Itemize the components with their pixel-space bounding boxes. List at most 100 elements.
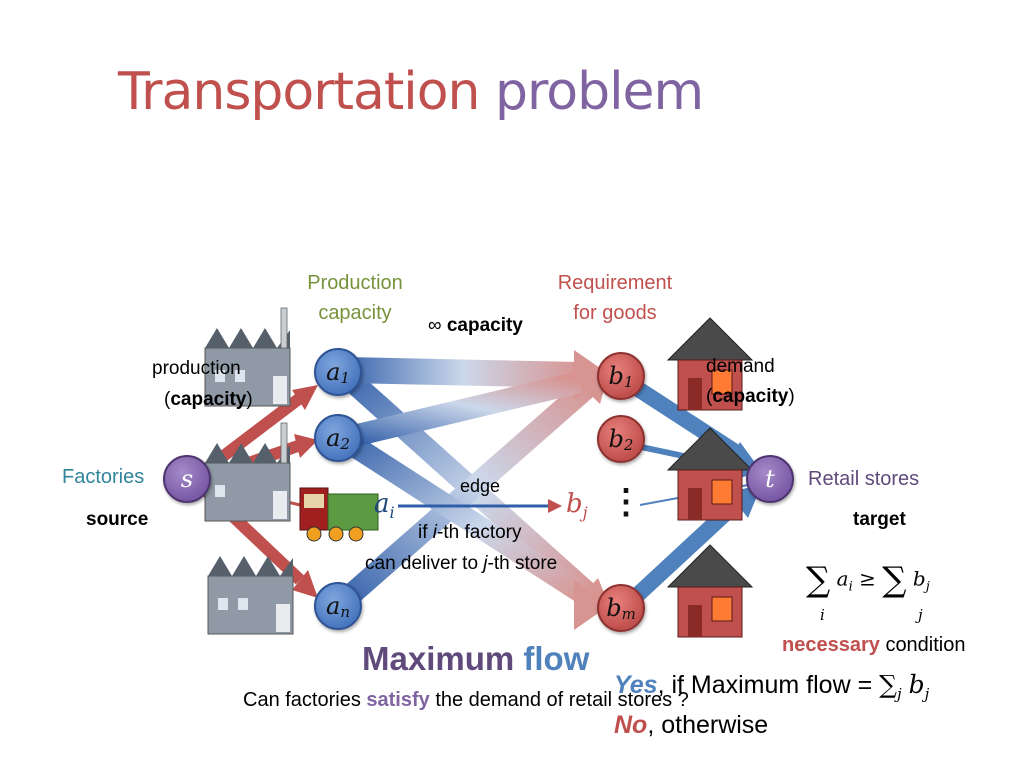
condition-word: condition — [885, 634, 966, 656]
paren-open: ( — [164, 389, 171, 410]
bj-base: b — [566, 489, 583, 519]
yes-b: b — [908, 670, 925, 699]
arrowhead-s-a1 — [292, 385, 318, 410]
node-bm-sub: m — [621, 605, 636, 623]
arrowhead-ai-bj — [548, 499, 562, 513]
no-rest: , otherwise — [647, 711, 769, 739]
maximum-word: Maximum — [362, 640, 515, 677]
yes-b-sub: j — [924, 685, 930, 703]
question-text: Can factories satisfy the demand of reta… — [243, 689, 689, 712]
source-label: source — [86, 509, 149, 530]
node-an-base: a — [326, 592, 341, 620]
production-label: production — [152, 358, 241, 379]
ai-label: ai — [374, 489, 395, 522]
ai-base: a — [374, 489, 390, 519]
factory-icon — [207, 556, 294, 635]
title-word-problem: problem — [495, 62, 704, 122]
target-node-label: t — [765, 465, 775, 493]
requirement-line2: for goods — [573, 302, 657, 324]
node-a1-base: a — [326, 358, 341, 386]
a-term-base: a — [836, 566, 849, 591]
yes-sum-symbol: ∑ — [879, 670, 897, 699]
node-b2-base: b — [608, 425, 624, 453]
edge-a2-bm — [339, 430, 596, 608]
deliver-post: -th store — [487, 553, 558, 574]
edge-fragment-label: edge — [460, 476, 501, 496]
flow-word: flow — [523, 640, 590, 677]
node-a2-sub: 2 — [340, 435, 350, 453]
edge-an-b1 — [337, 376, 598, 609]
middle-edges — [337, 350, 612, 630]
capacity-bold: capacity — [170, 389, 247, 410]
infinity-capacity-label: ∞ capacity — [428, 315, 523, 337]
b-term-sub: j — [925, 579, 930, 595]
page-title: Transportation problem — [118, 62, 704, 122]
sum-index-i: i — [820, 606, 825, 624]
sum-symbol-i: ∑ — [806, 560, 831, 600]
question-satisfy: satisfy — [366, 689, 430, 711]
a-term-sub: i — [848, 579, 853, 595]
target-node: t — [746, 455, 794, 503]
necessary-word: necessary — [782, 634, 880, 656]
infinity-capacity-text: capacity — [446, 315, 523, 336]
geq-symbol: ≥ — [859, 566, 876, 591]
factory-icon — [204, 422, 291, 522]
node-a2-base: a — [326, 424, 341, 452]
node-bm-base: b — [606, 594, 622, 622]
if-i: i — [432, 522, 438, 543]
necessary-condition-label: necessary condition — [782, 634, 966, 657]
sum-index-j: j — [918, 606, 923, 624]
truck-icon — [299, 487, 379, 542]
house-icon — [666, 544, 754, 638]
factory-icon — [204, 307, 291, 407]
question-post: the demand of retail stores ? — [429, 689, 689, 711]
source-node: s — [163, 455, 211, 503]
production-capacity-paren: (capacity) — [164, 389, 253, 411]
yes-rest: , if Maximum flow = — [657, 671, 880, 699]
vertical-ellipsis: ⋮ — [609, 483, 643, 521]
paren-close: ) — [246, 389, 253, 410]
paren-open: ( — [706, 386, 713, 407]
question-pre: Can factories — [243, 689, 367, 711]
no-word: No — [614, 711, 648, 739]
bj-label: bj — [566, 489, 588, 522]
deliver-fragment-label: can deliver to j-th store — [365, 553, 557, 575]
deliver-j: j — [483, 553, 488, 574]
maximum-flow-heading: Maximum flow — [362, 640, 589, 678]
capacity-bold: capacity — [712, 386, 789, 407]
node-b1-sub: 1 — [623, 373, 634, 391]
deliver-pre: can deliver to — [365, 553, 484, 574]
necessary-condition-formula: ∑ i ai ≥ ∑ j bj — [806, 560, 930, 624]
if-pre: if — [418, 522, 433, 543]
production-capacity-line1: Production — [307, 272, 403, 294]
house-icon — [666, 427, 754, 521]
b-term-base: b — [912, 566, 926, 591]
arrowhead-a1-b1 — [574, 350, 610, 400]
arrowhead-s-a2 — [294, 434, 318, 458]
requirement-line1: Requirement — [557, 272, 673, 294]
if-post: -th factory — [437, 522, 522, 543]
node-an-sub: n — [340, 603, 350, 621]
answer-yes: Yes, if Maximum flow = ∑j bj — [614, 670, 929, 703]
ai-sub: i — [389, 503, 395, 523]
sum-symbol-j: ∑ — [882, 560, 907, 600]
factories-label: Factories — [62, 466, 145, 488]
paren-close: ) — [788, 386, 795, 407]
demand-label: demand — [706, 356, 775, 377]
yes-word: Yes — [614, 671, 658, 699]
title-word-transportation: Transportation — [118, 62, 480, 122]
node-b2-sub: 2 — [623, 436, 634, 454]
requirement-label: Requirement for goods — [535, 268, 695, 328]
target-label: target — [853, 509, 906, 530]
arrowhead-an-bm — [574, 580, 610, 630]
if-fragment-label: if i-th factory — [418, 522, 522, 544]
yes-sum-index: j — [897, 685, 902, 703]
node-b1-base: b — [608, 362, 624, 390]
